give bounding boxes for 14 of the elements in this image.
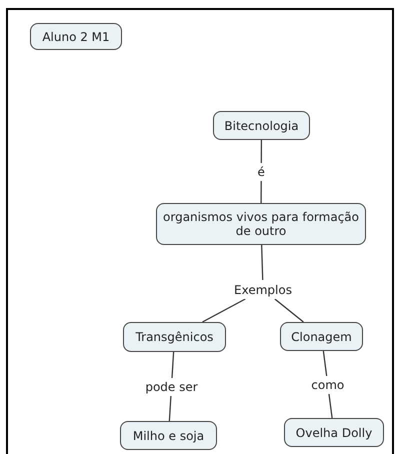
edge-label: pode ser — [143, 378, 200, 396]
concept-box: organismos vivos para formação de outro — [156, 203, 366, 245]
concept-box: Clonagem — [280, 322, 363, 351]
concept-box: Ovelha Dolly — [284, 418, 384, 447]
concept-box: Aluno 2 M1 — [30, 23, 122, 50]
concept-box: Transgênicos — [123, 322, 226, 352]
connector-line — [261, 244, 264, 280]
concept-box: Milho e soja — [120, 421, 217, 450]
edge-label: como — [309, 376, 346, 394]
concept-box: Bitecnologia — [213, 111, 310, 140]
connector-line — [274, 298, 304, 322]
connector-line — [260, 140, 262, 203]
edge-label: é — [256, 162, 267, 180]
connector-line — [202, 298, 246, 323]
